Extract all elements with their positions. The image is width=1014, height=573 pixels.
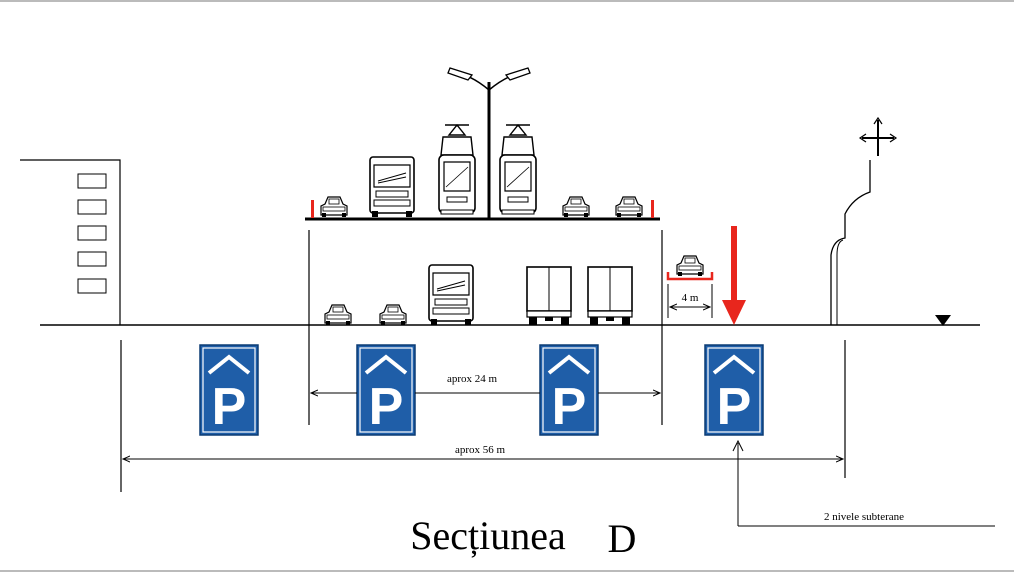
parking-sign-icon: P [703, 343, 765, 437]
lane-platform [666, 272, 714, 281]
church [830, 116, 898, 325]
parking-sign-icon: P [538, 343, 600, 437]
elevated-deck [305, 200, 663, 425]
building-window [77, 173, 107, 189]
tram-icon [438, 124, 476, 215]
outer-width-dimension: aprox 56 m [123, 444, 843, 459]
parking-sign-letter: P [717, 378, 752, 436]
level-marker-icon [935, 315, 951, 326]
parking-sign-letter: P [552, 378, 587, 436]
parking-sign-letter: P [212, 378, 247, 436]
down-arrow-icon [722, 226, 746, 325]
lane-width-label: 4 m [682, 292, 699, 304]
building-window [77, 199, 107, 215]
car-icon [562, 196, 590, 218]
car-icon [615, 196, 643, 218]
safety-barrier [651, 200, 654, 218]
section-title: Secțiunea [410, 513, 566, 558]
parking-sign-icon: P [198, 343, 260, 437]
lane-width-dimension: 4 m [667, 284, 713, 318]
truck-icon [587, 266, 633, 326]
underground-levels-callout: 2 nivele subterane [732, 439, 995, 527]
building-window [77, 251, 107, 267]
church-cross-icon [858, 116, 898, 156]
bus-icon [369, 156, 415, 218]
inner-width-label: aprox 24 m [447, 373, 498, 385]
bus-icon [428, 264, 474, 326]
outer-width-label: aprox 56 m [455, 444, 506, 456]
safety-barrier [311, 200, 314, 218]
car-icon [320, 196, 348, 218]
building [20, 159, 121, 325]
car-icon [324, 304, 352, 326]
building-window [77, 278, 107, 294]
underground-levels-label: 2 nivele subterane [824, 511, 904, 523]
section-title-letter: D [608, 516, 637, 561]
inner-width-dimension: aprox 24 m [311, 373, 660, 393]
street-lamp-icon [447, 67, 531, 218]
car-icon [676, 255, 704, 277]
parking-sign-icon: P [355, 343, 417, 437]
parking-sign-letter: P [369, 378, 404, 436]
car-icon [379, 304, 407, 326]
truck-icon [526, 266, 572, 326]
building-window [77, 225, 107, 241]
tram-icon [499, 124, 537, 215]
